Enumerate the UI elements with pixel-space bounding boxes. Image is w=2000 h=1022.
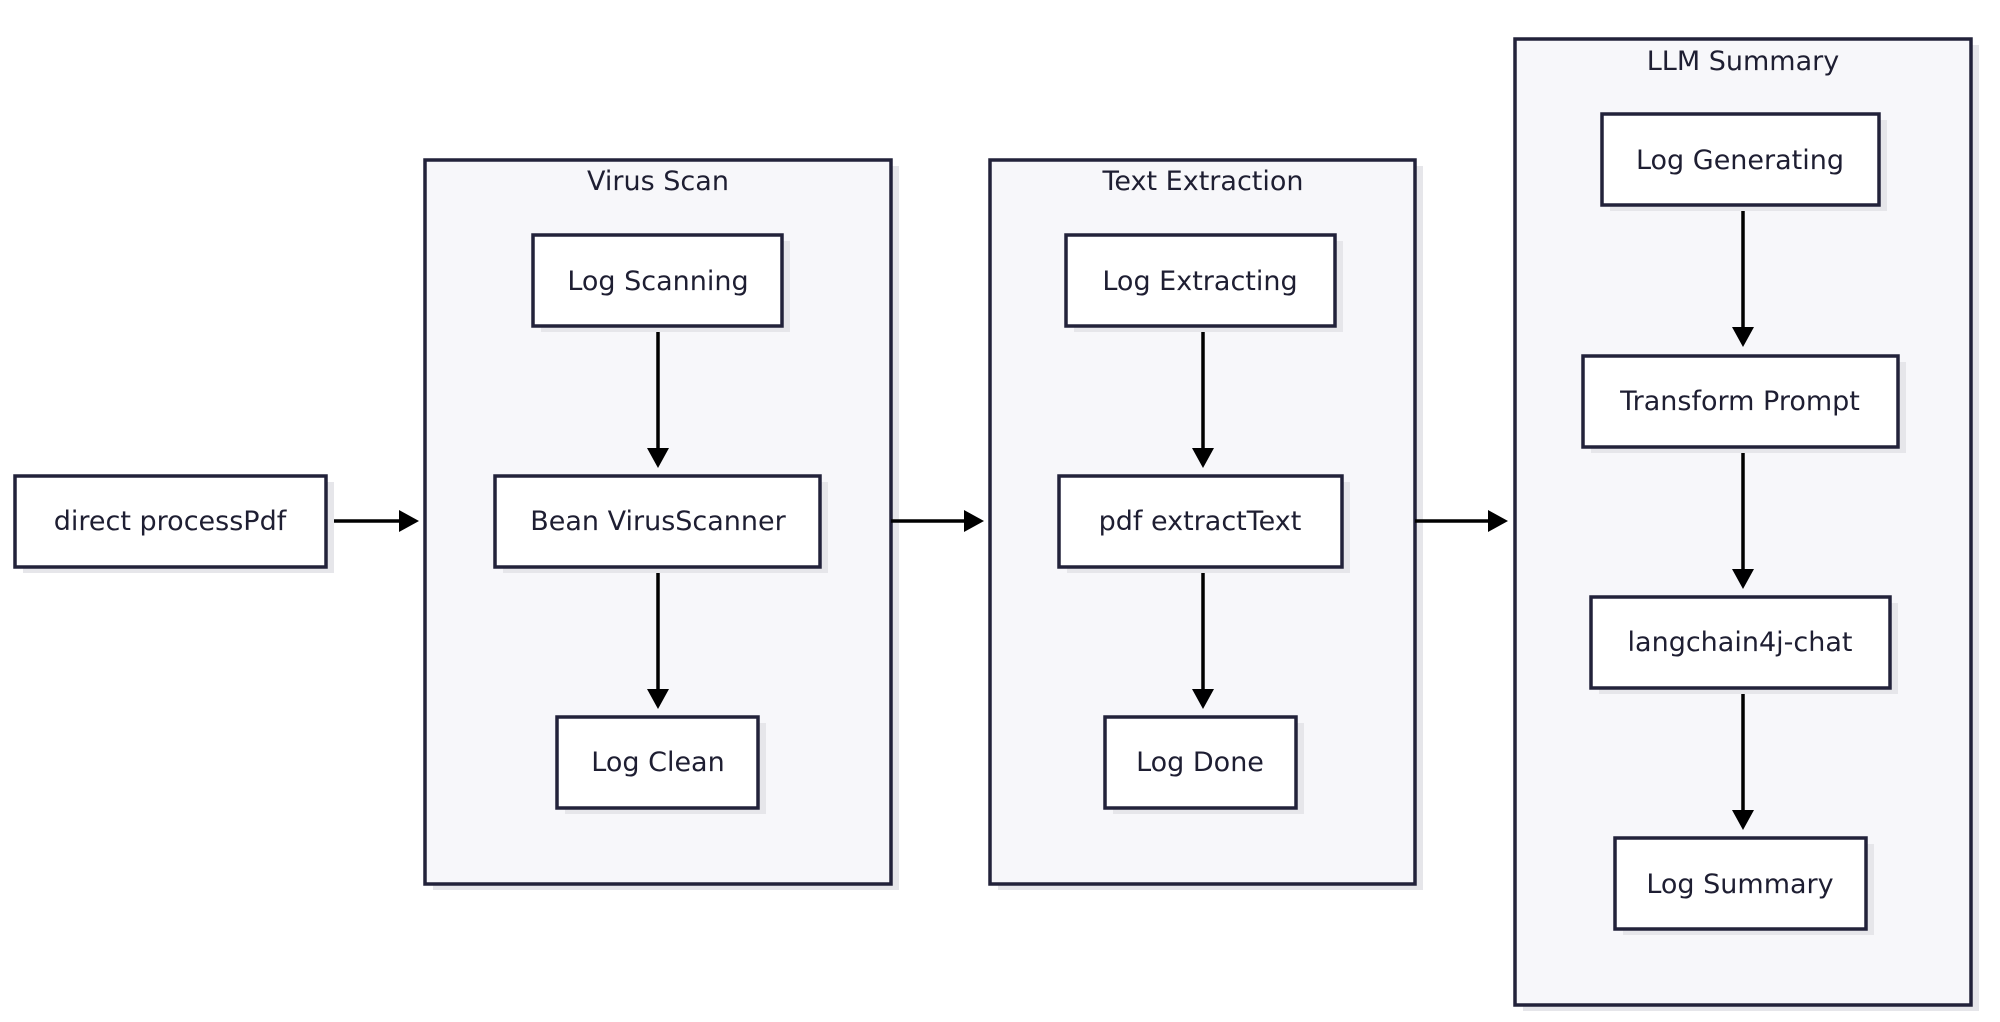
node-langchain4j-chat-label: langchain4j-chat: [1628, 627, 1853, 658]
node-log-clean-box: [555, 715, 760, 810]
arrowhead-start-to-virus-scan: [399, 510, 419, 532]
arrowhead-langchain4j-chat-to-log-summary: [1732, 810, 1754, 830]
node-log-extracting-label: Log Extracting: [1102, 266, 1297, 297]
node-log-clean-label: Log Clean: [591, 747, 724, 778]
arrowhead-log-extracting-to-pdf-extract-text: [1192, 448, 1214, 468]
node-log-summary-box: [1613, 836, 1868, 931]
node-pdf-extract-text-box: [1057, 474, 1344, 569]
node-direct-process-pdf-box: [13, 474, 328, 569]
node-log-done: Log Done: [1103, 715, 1304, 814]
node-transform-prompt: Transform Prompt: [1581, 354, 1906, 453]
node-bean-virus-scanner-label: Bean VirusScanner: [530, 506, 786, 537]
node-log-summary: Log Summary: [1613, 836, 1874, 935]
node-log-scanning: Log Scanning: [531, 233, 790, 332]
node-langchain4j-chat-box: [1589, 595, 1892, 690]
node-log-done-box: [1103, 715, 1298, 810]
node-langchain4j-chat: langchain4j-chat: [1589, 595, 1898, 694]
node-log-extracting-box: [1064, 233, 1337, 328]
node-bean-virus-scanner: Bean VirusScanner: [493, 474, 828, 573]
node-direct-process-pdf: direct processPdf: [13, 474, 334, 573]
node-log-extracting: Log Extracting: [1064, 233, 1343, 332]
arrowhead-transform-prompt-to-langchain4j-chat: [1732, 569, 1754, 589]
node-log-summary-label: Log Summary: [1646, 869, 1833, 900]
node-log-scanning-label: Log Scanning: [567, 266, 748, 297]
node-log-generating-label: Log Generating: [1636, 145, 1844, 176]
arrowhead-text-extraction-to-llm-summary: [1488, 510, 1508, 532]
node-transform-prompt-label: Transform Prompt: [1619, 386, 1860, 417]
arrowhead-virus-scan-to-text-extraction: [964, 510, 984, 532]
arrowhead-log-generating-to-transform-prompt: [1732, 327, 1754, 347]
node-log-done-label: Log Done: [1136, 747, 1264, 778]
group-text-extraction-title: Text Extraction: [1101, 166, 1303, 197]
arrowhead-log-scanning-to-bean-virus-scanner: [647, 448, 669, 468]
arrowhead-bean-virus-scanner-to-log-clean: [647, 689, 669, 709]
node-log-clean: Log Clean: [555, 715, 766, 814]
arrowhead-pdf-extract-text-to-log-done: [1192, 689, 1214, 709]
group-llm-summary-title: LLM Summary: [1647, 46, 1839, 77]
edges: [326, 205, 1754, 830]
node-pdf-extract-text: pdf extractText: [1057, 474, 1350, 573]
node-log-generating-box: [1600, 112, 1881, 207]
node-log-scanning-box: [531, 233, 784, 328]
node-bean-virus-scanner-box: [493, 474, 822, 569]
node-transform-prompt-box: [1581, 354, 1900, 449]
node-log-generating: Log Generating: [1600, 112, 1887, 211]
node-direct-process-pdf-label: direct processPdf: [54, 506, 288, 537]
node-pdf-extract-text-label: pdf extractText: [1099, 506, 1302, 537]
group-virus-scan-title: Virus Scan: [587, 166, 729, 197]
